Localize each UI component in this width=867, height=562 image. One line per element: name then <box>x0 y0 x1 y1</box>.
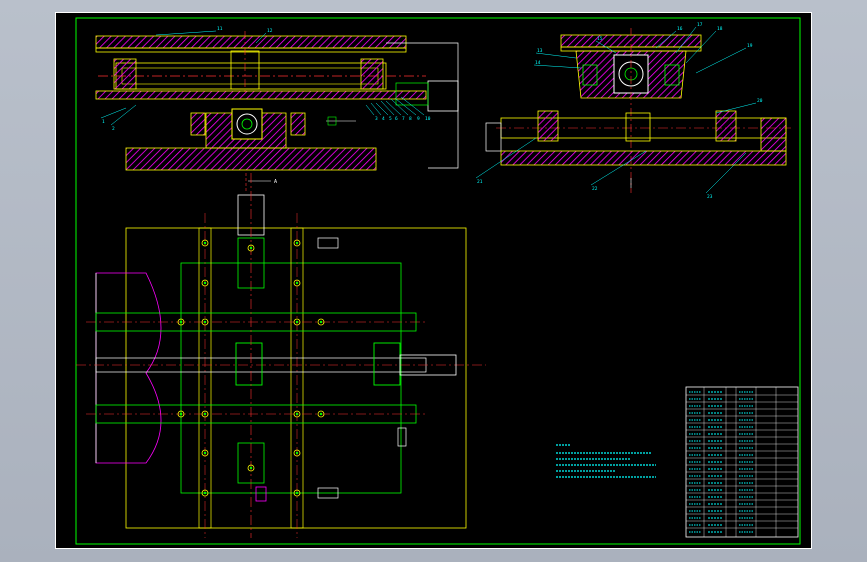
part-number-balloon: 21 <box>477 179 483 185</box>
bolt-hole <box>317 318 325 326</box>
drawing-frame <box>75 17 801 545</box>
bolt-hole <box>201 318 209 326</box>
part-number-balloon: 19 <box>747 43 753 49</box>
front-leader-lines <box>100 30 425 126</box>
bolt-hole <box>177 410 185 418</box>
bolt-hole <box>293 279 301 287</box>
clamp-bottom <box>317 487 339 499</box>
bolt-hole <box>247 244 255 252</box>
side-part-numbers: 13 14 15 16 17 18 19 20 21 22 23 <box>477 22 763 200</box>
parts-list-entries <box>689 391 753 533</box>
machine-bed <box>125 147 377 171</box>
part-number-balloon: 2 <box>112 126 115 132</box>
bolt-hole <box>201 239 209 247</box>
part-number-balloon: 9 <box>417 116 420 122</box>
part-number-balloon: 17 <box>697 22 703 28</box>
bolt-hole <box>293 489 301 497</box>
bolt-hole <box>293 449 301 457</box>
section-mark-label: A <box>274 179 277 185</box>
part-number-balloon: 6 <box>395 116 398 122</box>
part-number-balloon: 5 <box>389 116 392 122</box>
bolt-hole <box>201 449 209 457</box>
bolt-hole <box>293 318 301 326</box>
part-number-balloon: 12 <box>267 28 273 34</box>
part-number-balloon: 16 <box>677 26 683 32</box>
part-number-balloon: 4 <box>382 116 385 122</box>
plan-motor <box>399 354 457 376</box>
part-number-balloon: 10 <box>425 116 431 122</box>
bolt-hole <box>293 410 301 418</box>
part-number-balloon: 14 <box>535 60 541 66</box>
part-number-balloon: 1 <box>102 119 105 125</box>
part-number-balloon: 22 <box>592 186 598 192</box>
technical-notes <box>556 444 656 478</box>
title-block <box>685 386 799 538</box>
bolt-hole <box>201 279 209 287</box>
bolt-hole <box>247 464 255 472</box>
plan-nut-block <box>235 342 263 386</box>
plan-view <box>76 173 486 538</box>
saddle <box>95 90 427 100</box>
bolt-hole <box>201 489 209 497</box>
servo-motor <box>427 80 459 112</box>
bearing-left <box>113 58 137 90</box>
bolt-hole <box>177 318 185 326</box>
bolt-hole <box>201 410 209 418</box>
clamp-top <box>317 237 339 249</box>
title-block-frame <box>685 386 799 538</box>
parts-list-grid <box>686 387 798 537</box>
side-section-view: 13 14 15 16 17 18 19 20 21 22 23 <box>475 22 791 200</box>
side-bed <box>500 150 787 166</box>
bolt-hole <box>293 239 301 247</box>
part-number-balloon: 3 <box>375 116 378 122</box>
part-number-balloon: 8 <box>409 116 412 122</box>
bolt-hole <box>317 410 325 418</box>
section-mark: A <box>245 173 277 193</box>
top-table <box>95 35 407 49</box>
bearing-right <box>360 58 384 90</box>
plan-base-outline <box>125 227 467 529</box>
part-number-balloon: 13 <box>537 48 543 54</box>
part-number-balloon: 18 <box>717 26 723 32</box>
part-number-balloon: 20 <box>757 98 763 104</box>
workpiece-profile <box>95 272 162 464</box>
part-number-balloon: 11 <box>217 26 223 32</box>
side-leader-lines <box>475 26 757 194</box>
plan-mounting-bolts <box>177 239 325 497</box>
part-number-balloon: 7 <box>402 116 405 122</box>
part-number-balloon: 15 <box>597 36 603 42</box>
side-motor <box>485 122 502 152</box>
part-number-balloon: 23 <box>707 194 713 200</box>
